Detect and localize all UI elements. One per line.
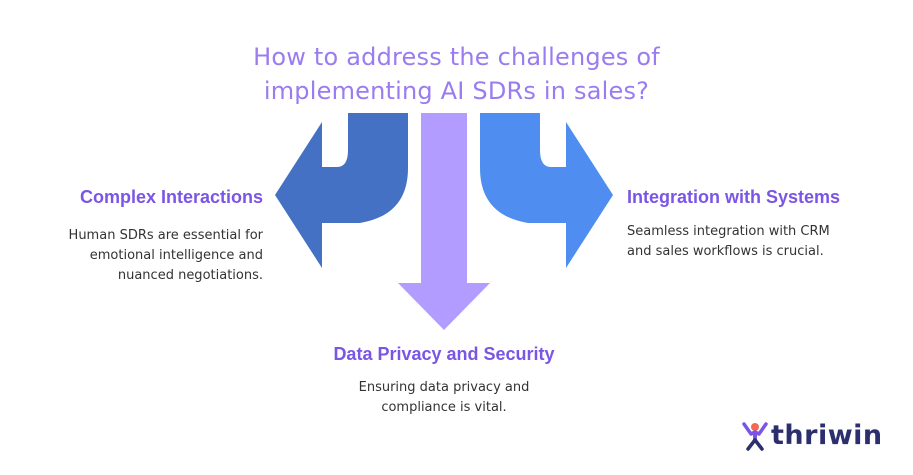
diagram-title: How to address the challenges of impleme… (0, 40, 913, 108)
description-line: compliance is vital. (381, 400, 507, 415)
complex-interactions-heading: Complex Interactions (79, 187, 263, 207)
title-line-2: implementing AI SDRs in sales? (263, 77, 650, 105)
description-line: Ensuring data privacy and (358, 380, 530, 395)
center-down-arrow (398, 113, 490, 330)
description-line: Human SDRs are essential for (68, 228, 263, 243)
integration-with-systems-heading: Integration with Systems (627, 187, 841, 207)
data-privacy-heading: Data Privacy and Security (333, 344, 555, 364)
complex-interactions-description: Human SDRs are essential for emotional i… (69, 226, 263, 286)
thriwin-logo: thriwin (742, 420, 883, 451)
integration-with-systems-description: Seamless integration with CRM and sales … (627, 222, 830, 262)
title-line-1: How to address the challenges of (253, 43, 660, 71)
logo-text: thriwin (771, 420, 883, 451)
data-privacy-description: Ensuring data privacy and compliance is … (0, 378, 888, 418)
description-line: emotional intelligence and (89, 248, 263, 263)
description-line: and sales workflows is crucial. (627, 244, 824, 259)
person-celebrating-icon (742, 421, 768, 451)
description-line: Seamless integration with CRM (627, 224, 830, 239)
description-line: nuanced negotiations. (117, 268, 263, 283)
right-curved-arrow (480, 113, 613, 268)
left-curved-arrow (275, 113, 408, 268)
